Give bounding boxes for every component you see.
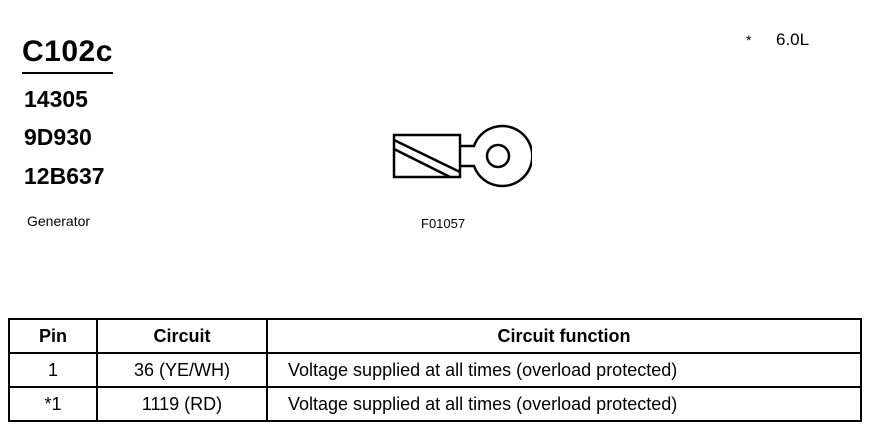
part-number: 14305: [24, 86, 88, 112]
pin-cell: *1: [8, 386, 98, 422]
part-number: 9D930: [24, 124, 92, 150]
pin-table: Pin Circuit Circuit function 1 36 (YE/WH…: [8, 318, 862, 422]
table-row: 1 36 (YE/WH) Voltage supplied at all tim…: [8, 352, 862, 388]
engine-note-text: 6.0L: [776, 30, 810, 49]
connector-id: C102c: [22, 34, 113, 74]
pin-cell: 1: [8, 352, 98, 388]
ring-terminal-icon: [392, 124, 532, 188]
table-row: *1 1119 (RD) Voltage supplied at all tim…: [8, 386, 862, 422]
circuit-function-cell: Voltage supplied at all times (overload …: [266, 352, 862, 388]
header-circuit: Circuit: [96, 318, 268, 354]
circuit-function-cell: Voltage supplied at all times (overload …: [266, 386, 862, 422]
header-circuit-function: Circuit function: [266, 318, 862, 354]
engine-note: * 6.0L: [746, 30, 809, 50]
part-number: 12B637: [24, 163, 105, 189]
header-pin: Pin: [8, 318, 98, 354]
figure-reference: F01057: [421, 216, 466, 231]
circuit-cell: 36 (YE/WH): [96, 352, 268, 388]
engine-note-marker: *: [746, 32, 752, 48]
component-name: Generator: [27, 213, 91, 229]
table-header-row: Pin Circuit Circuit function: [8, 318, 862, 354]
circuit-cell: 1119 (RD): [96, 386, 268, 422]
